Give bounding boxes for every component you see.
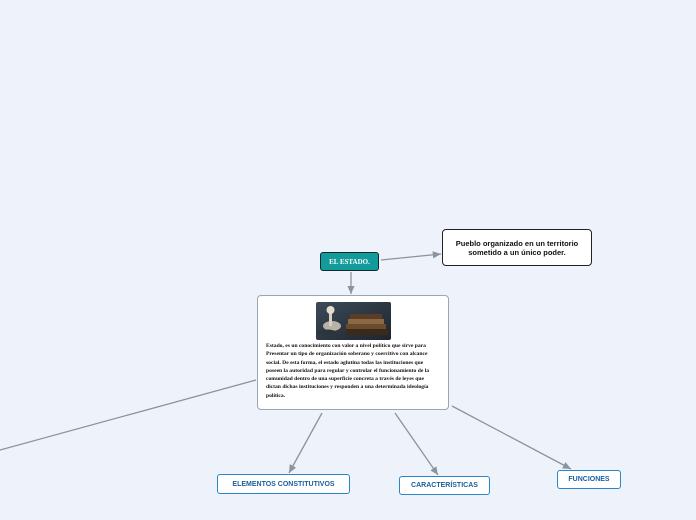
connector-card-to-offscreen bbox=[0, 380, 256, 450]
connector-card-to-caracteristicas bbox=[395, 413, 438, 475]
branch-label: FUNCIONES bbox=[568, 476, 609, 483]
connector-card-to-funciones bbox=[452, 406, 571, 469]
branch-label: ELEMENTOS CONSTITUTIVOS bbox=[232, 481, 334, 488]
definition-text: Pueblo organizado en un territorio somet… bbox=[451, 239, 583, 257]
definition-node[interactable]: Pueblo organizado en un territorio somet… bbox=[442, 229, 592, 266]
branch-caracteristicas[interactable]: CARACTERÍSTICAS bbox=[399, 476, 490, 495]
connector-card-to-elementos bbox=[289, 413, 322, 473]
branch-funciones[interactable]: FUNCIONES bbox=[557, 470, 621, 489]
description-card[interactable]: Estado, es un conocimiento con valor a n… bbox=[257, 295, 449, 410]
card-description-text: Estado, es un conocimiento con valor a n… bbox=[266, 342, 438, 400]
branch-elementos-constitutivos[interactable]: ELEMENTOS CONSTITUTIVOS bbox=[217, 474, 350, 494]
root-node-label: EL ESTADO. bbox=[329, 258, 370, 266]
root-node-el-estado[interactable]: EL ESTADO. bbox=[320, 252, 379, 271]
connector-root-to-definition bbox=[381, 254, 441, 260]
books-gavel-image bbox=[316, 302, 391, 340]
branch-label: CARACTERÍSTICAS bbox=[411, 482, 478, 489]
